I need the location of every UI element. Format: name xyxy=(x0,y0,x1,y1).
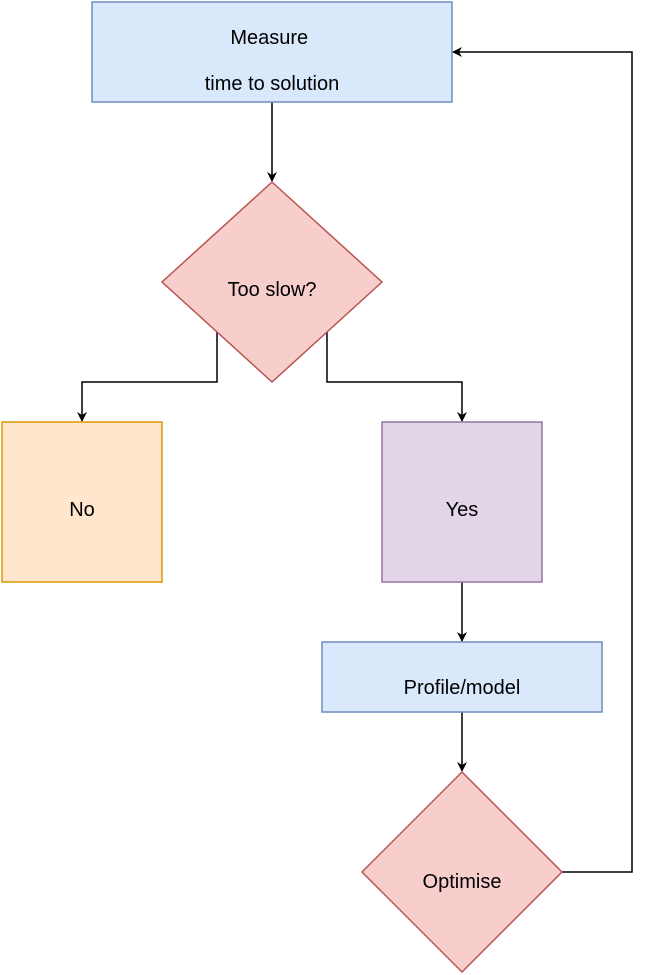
profile-node: Profile/model xyxy=(321,641,603,713)
measure-label-line2: time to solution xyxy=(205,73,340,95)
too-slow-node: Too slow? xyxy=(160,180,384,384)
edge-too-slow-to-yes xyxy=(326,332,467,422)
too-slow-label: Too slow? xyxy=(228,279,317,301)
yes-box xyxy=(381,421,543,583)
edge-too-slow-to-no xyxy=(77,332,218,422)
edge-optimise-to-measure xyxy=(452,47,633,873)
profile-label: Profile/model xyxy=(404,677,521,699)
measure-label-line1: Measure xyxy=(230,27,308,49)
no-node: No xyxy=(1,421,163,583)
measure-box xyxy=(91,1,453,103)
optimise-node: Optimise xyxy=(360,770,564,974)
too-slow-diamond xyxy=(160,180,384,384)
measure-node: Measure time to solution xyxy=(91,1,453,103)
yes-node: Yes xyxy=(381,421,543,583)
profile-box xyxy=(321,641,603,713)
yes-label: Yes xyxy=(446,499,479,521)
measure-label: Measure time to solution xyxy=(205,27,340,95)
optimise-label: Optimise xyxy=(423,871,502,893)
no-label: No xyxy=(69,499,95,521)
optimise-diamond xyxy=(360,770,564,974)
edges xyxy=(77,47,633,873)
no-box xyxy=(1,421,163,583)
